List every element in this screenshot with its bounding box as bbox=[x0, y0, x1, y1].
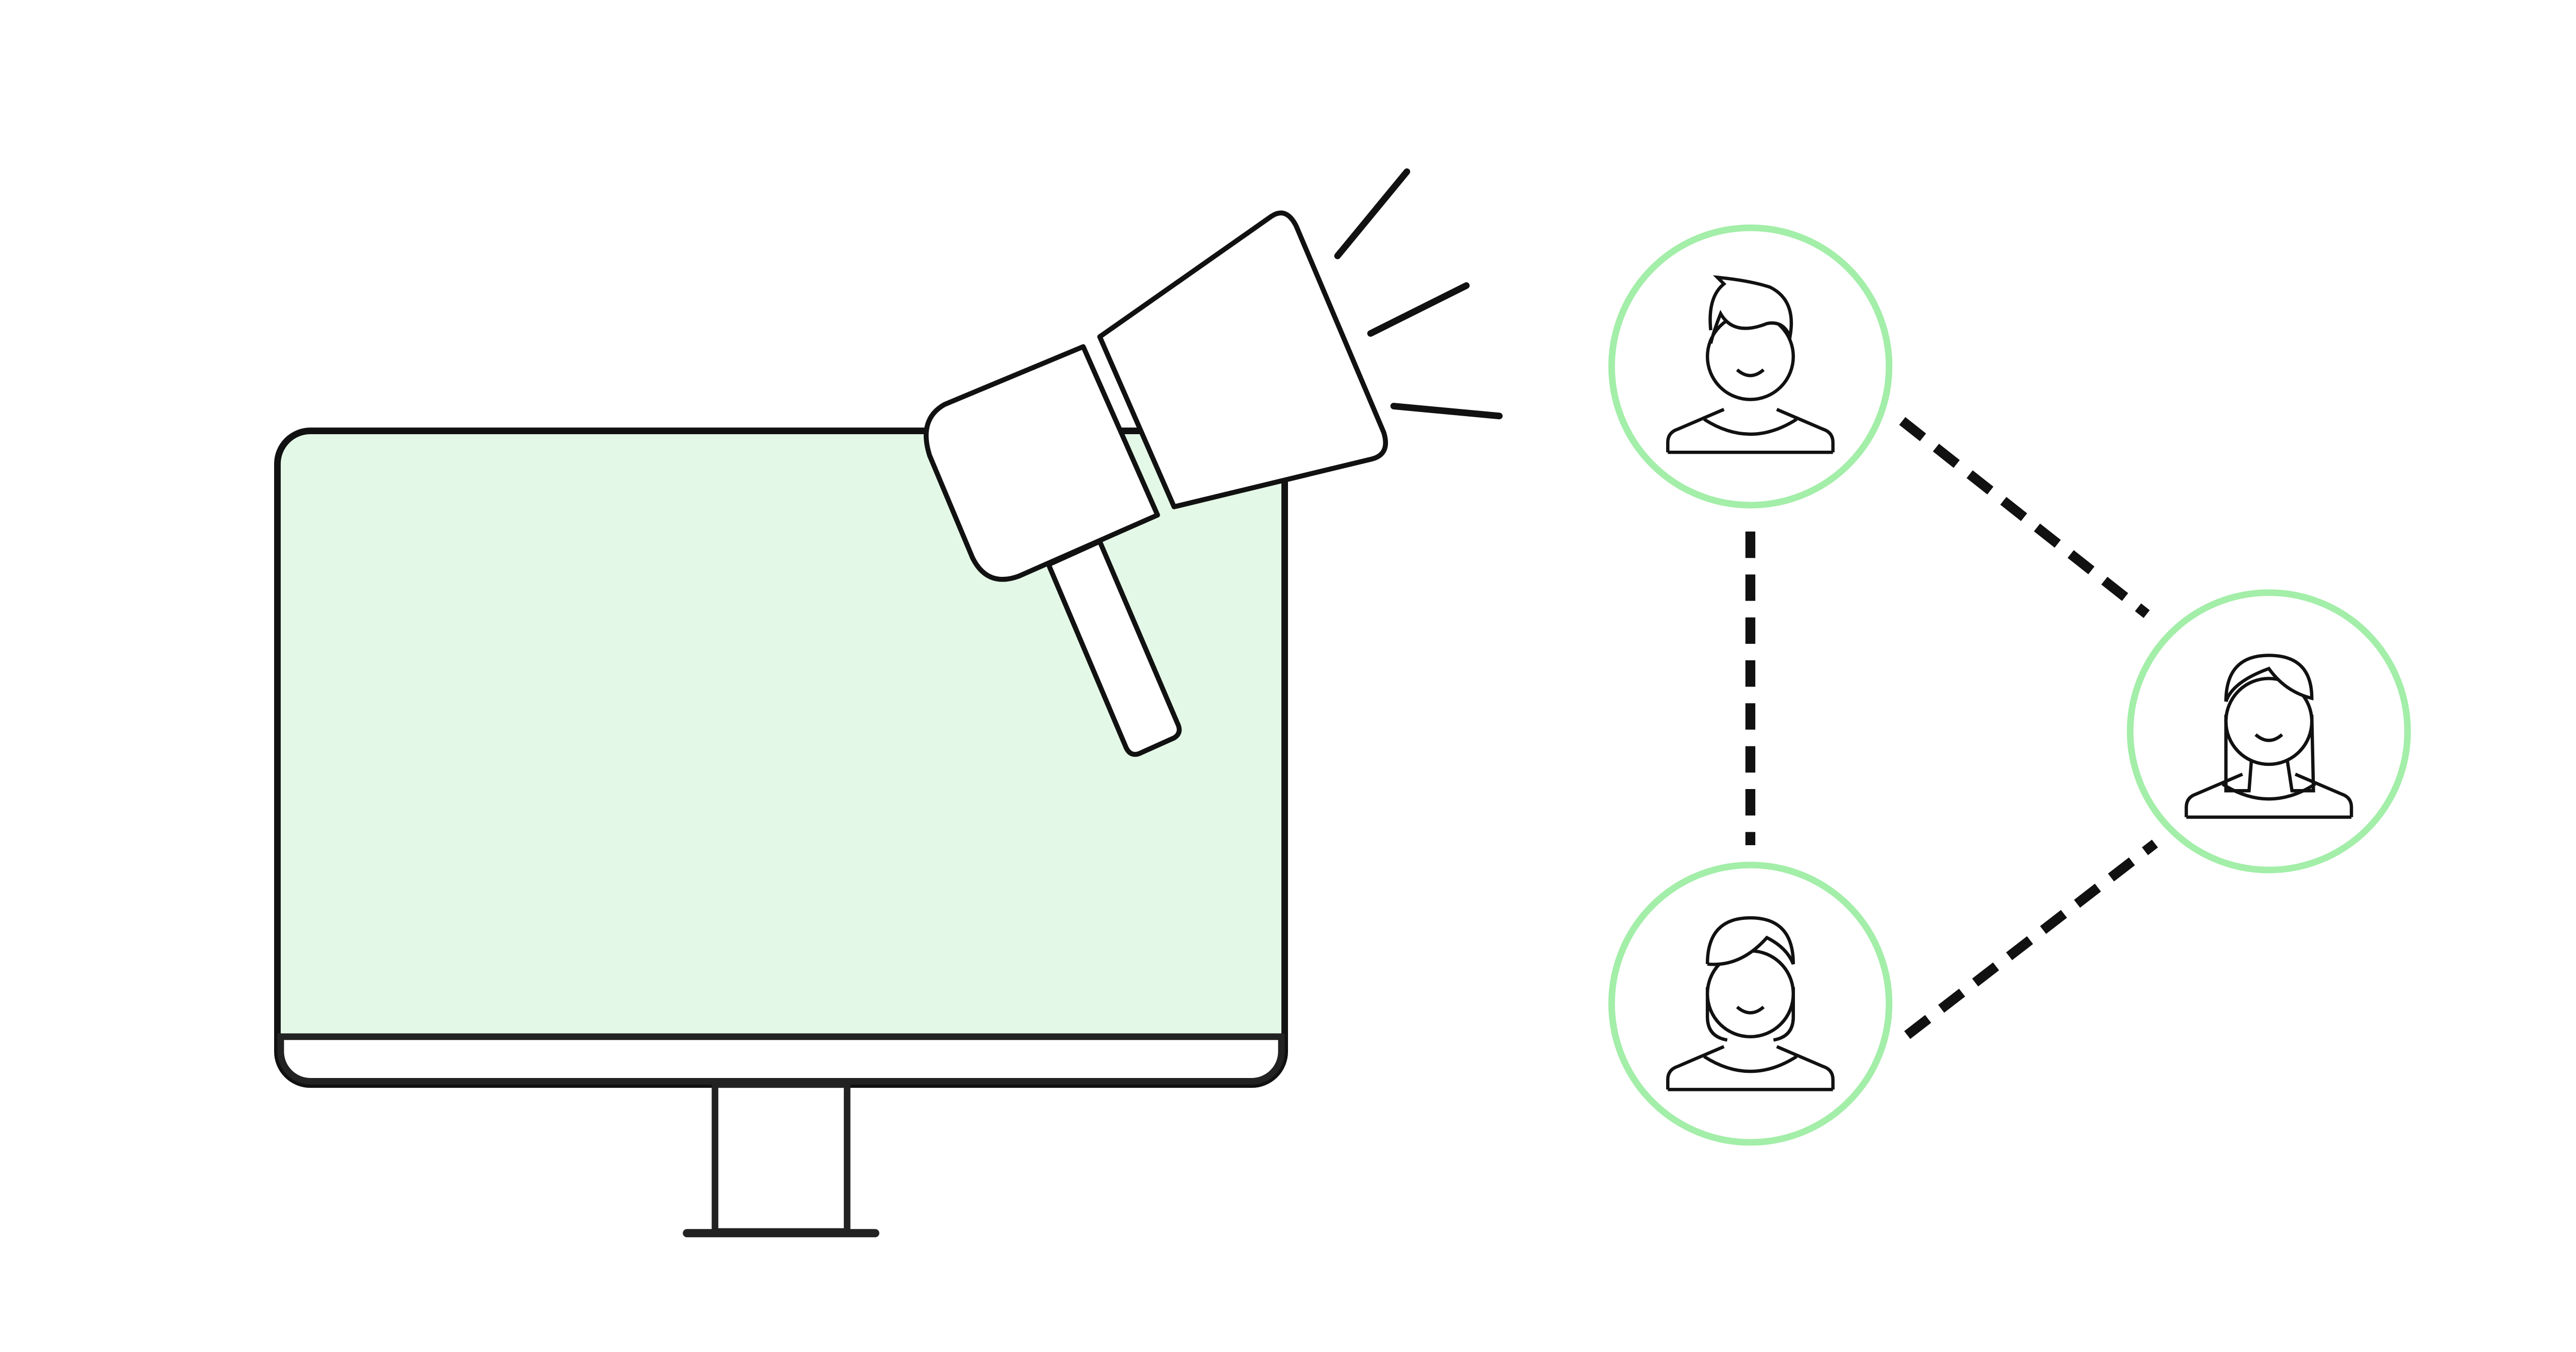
person-female-long-hair-icon bbox=[2127, 589, 2411, 874]
megaphone-icon bbox=[923, 168, 1503, 757]
person-male-icon bbox=[1608, 224, 1893, 509]
person-female-short-hair-icon bbox=[1608, 862, 1893, 1146]
connection-line bbox=[1904, 840, 2158, 1039]
monitor-icon bbox=[274, 427, 1288, 1238]
connection-lines bbox=[1745, 417, 2158, 1039]
connection-line bbox=[1899, 417, 2150, 618]
